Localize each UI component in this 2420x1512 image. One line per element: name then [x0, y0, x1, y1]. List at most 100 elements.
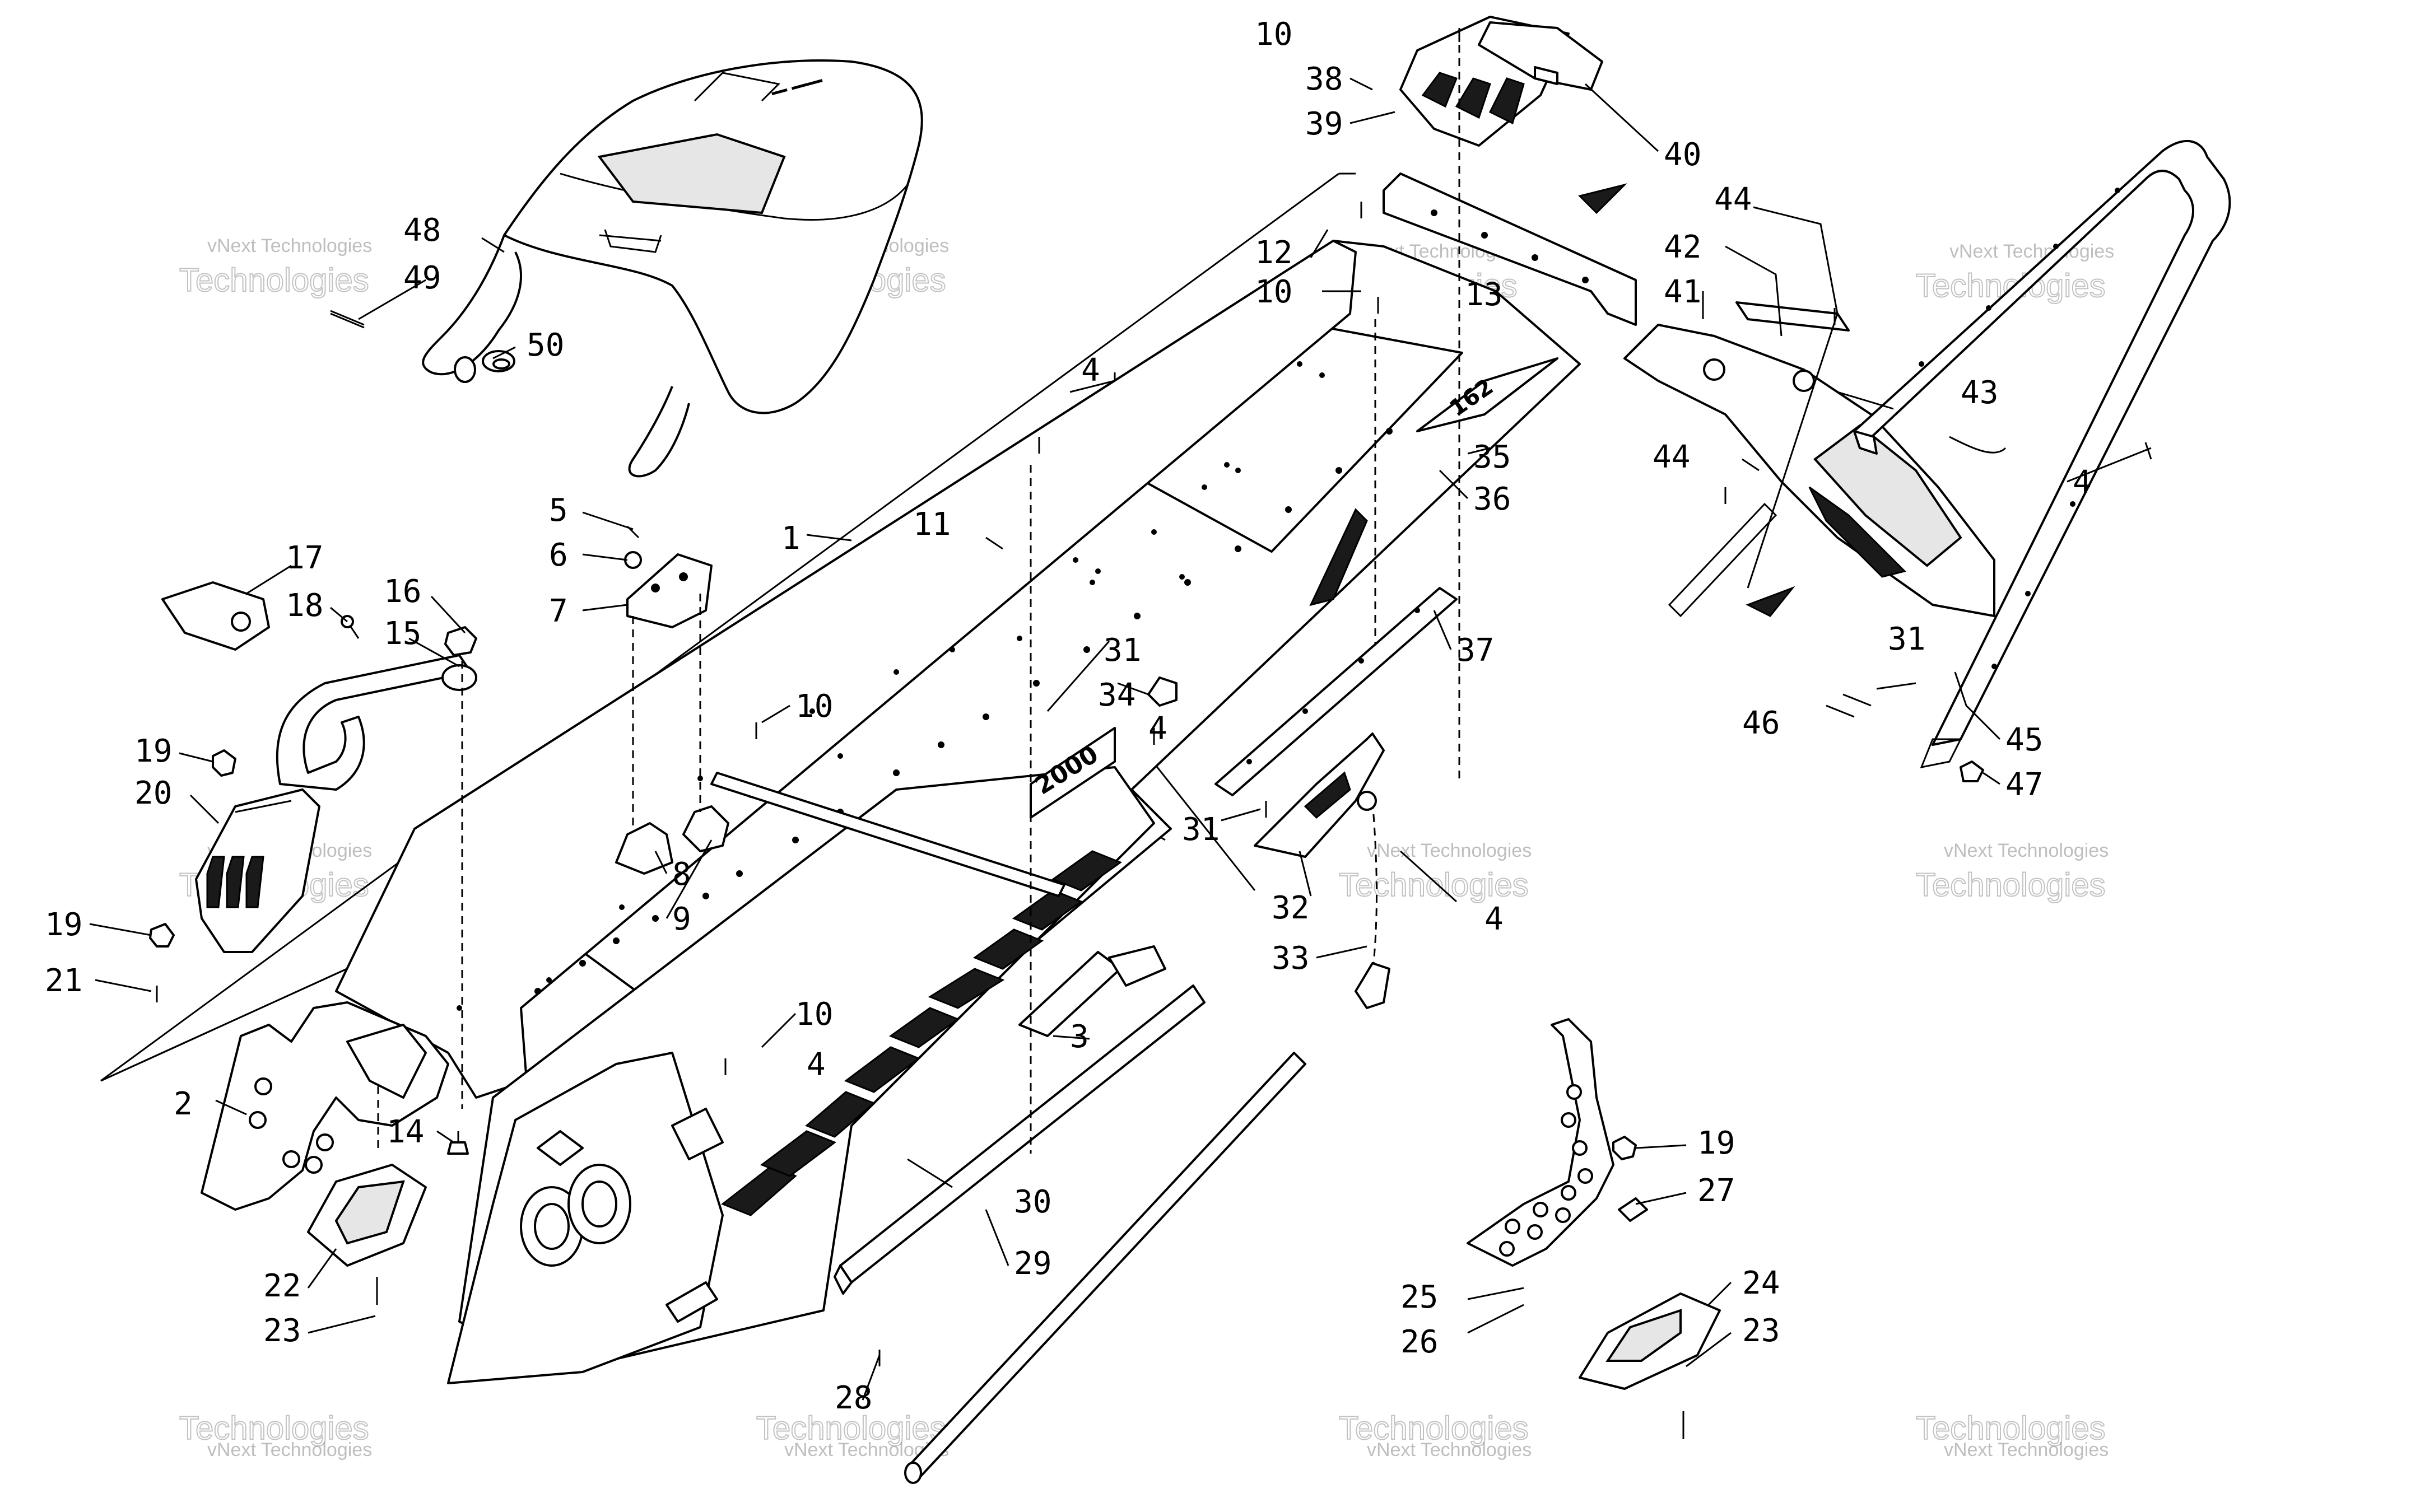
callout-10-lower: 10	[795, 996, 833, 1033]
callout-34: 34	[1098, 677, 1135, 713]
rail-30	[834, 984, 1206, 1295]
svg-text:vNext Technologies: vNext Technologies	[1949, 241, 2114, 262]
callout-23-left: 23	[263, 1313, 301, 1349]
bracket-7	[624, 551, 713, 628]
callout-19-right: 19	[1697, 1125, 1735, 1161]
callout-48: 48	[403, 212, 441, 249]
reflector-43	[1949, 436, 2007, 454]
nut-47	[1960, 760, 1984, 782]
svg-text:Technologies: Technologies	[1339, 1410, 1529, 1446]
watermark-bottom-mid: vNext Technologies Technologies	[1338, 1410, 1532, 1460]
lower-rail	[904, 1052, 1306, 1484]
callout-21: 21	[45, 963, 82, 999]
callout-32: 32	[1272, 890, 1309, 926]
callout-11: 11	[913, 506, 951, 543]
callout-4-bumper: 4	[2073, 464, 2092, 501]
callout-25: 25	[1400, 1279, 1438, 1315]
watermark-mid-right: vNext Technologies Technologies	[1915, 840, 2109, 904]
watermark-bottom-center: vNext Technologies Technologies	[756, 1410, 949, 1460]
watermark-top-left: vNext Technologies Technologies	[179, 235, 372, 299]
callout-labels: 1 2 3 4 4 4 4 4 5 6 7 8 9 10 10 10 10 11…	[45, 16, 2092, 1416]
grab-bar-cap	[161, 581, 270, 651]
seat-pin	[330, 310, 365, 329]
flap-chain	[1355, 791, 1390, 1009]
svg-text:vNext Technologies: vNext Technologies	[1367, 1439, 1532, 1460]
callout-31-right: 31	[1888, 621, 1925, 657]
tunnel: 2000 162	[335, 240, 1581, 1384]
heat-shield	[195, 788, 320, 953]
snow-flap	[1623, 324, 1995, 618]
callout-4-top: 4	[1081, 352, 1100, 389]
callout-26: 26	[1400, 1324, 1438, 1360]
callout-4-mid: 4	[1148, 711, 1167, 747]
foot-pad-left	[307, 1164, 427, 1267]
bracket-3	[1018, 945, 1166, 1037]
callout-13: 13	[1465, 277, 1502, 313]
callout-17: 17	[286, 540, 323, 576]
bracket-32	[1254, 732, 1385, 858]
callout-47: 47	[2005, 767, 2043, 803]
callout-3: 3	[1070, 1019, 1089, 1055]
callout-2: 2	[174, 1086, 193, 1122]
callout-50: 50	[527, 327, 564, 363]
direction-arrows	[1578, 183, 1795, 617]
callout-29: 29	[1014, 1245, 1051, 1282]
callout-10-top: 10	[1255, 16, 1292, 53]
clip-9	[682, 805, 729, 852]
callout-4-right: 4	[1484, 901, 1504, 937]
callout-10-tunnel: 10	[795, 688, 833, 725]
cross-member	[710, 772, 1065, 897]
callout-45: 45	[2005, 722, 2043, 758]
callout-31-top: 31	[1104, 632, 1141, 669]
seat-washer	[454, 350, 515, 383]
nut-16	[444, 626, 477, 656]
callout-22: 22	[263, 1268, 301, 1304]
callout-6: 6	[549, 537, 568, 573]
nut-19-left	[212, 749, 236, 777]
callout-44-left: 44	[1653, 439, 1690, 475]
callout-33: 33	[1272, 940, 1309, 977]
svg-text:vNext Technologies: vNext Technologies	[1944, 1439, 2109, 1460]
step-bracket	[1467, 1018, 1614, 1267]
callout-10-mid: 10	[1255, 274, 1292, 310]
svg-text:vNext Technologies: vNext Technologies	[207, 1439, 372, 1460]
callout-49: 49	[403, 260, 441, 296]
callout-46: 46	[1742, 705, 1780, 741]
callout-4-lower: 4	[807, 1047, 826, 1083]
front-mount-left	[201, 1001, 449, 1211]
callout-27: 27	[1697, 1173, 1735, 1209]
cap-34	[1147, 676, 1178, 707]
tail-light	[1478, 21, 1603, 91]
seat: — ——	[422, 59, 923, 478]
decal-42	[1735, 301, 1850, 332]
callout-44-top: 44	[1714, 181, 1752, 218]
callout-12: 12	[1255, 235, 1292, 271]
rear-bumper	[1853, 140, 2231, 769]
watermark-bottom-right: vNext Technologies Technologies	[1915, 1410, 2109, 1460]
callout-28: 28	[835, 1380, 872, 1416]
callout-35: 35	[1473, 439, 1511, 475]
screw-14	[447, 1131, 469, 1155]
callout-31-mid: 31	[1182, 811, 1220, 848]
svg-text:Technologies: Technologies	[756, 1410, 946, 1446]
svg-text:vNext Technologies: vNext Technologies	[1367, 840, 1532, 861]
running-board-cutouts	[721, 850, 1123, 1216]
rear-brace	[1383, 172, 1637, 326]
clip-8	[615, 822, 673, 875]
callout-20: 20	[134, 775, 172, 811]
callout-5: 5	[549, 492, 568, 529]
svg-text:Technologies: Technologies	[179, 262, 369, 298]
callout-16: 16	[384, 573, 421, 610]
nut-19-right	[1612, 1136, 1637, 1160]
callout-24: 24	[1742, 1265, 1780, 1301]
rail-strip-37	[1214, 587, 1458, 796]
callout-43: 43	[1961, 375, 1998, 411]
callout-15: 15	[384, 615, 421, 652]
svg-text:Technologies: Technologies	[1339, 867, 1529, 903]
assembly-lines	[377, 45, 1460, 1154]
callout-41: 41	[1664, 274, 1701, 310]
callout-23-right: 23	[1742, 1313, 1780, 1349]
callout-14: 14	[387, 1114, 424, 1150]
callout-9: 9	[672, 901, 691, 937]
